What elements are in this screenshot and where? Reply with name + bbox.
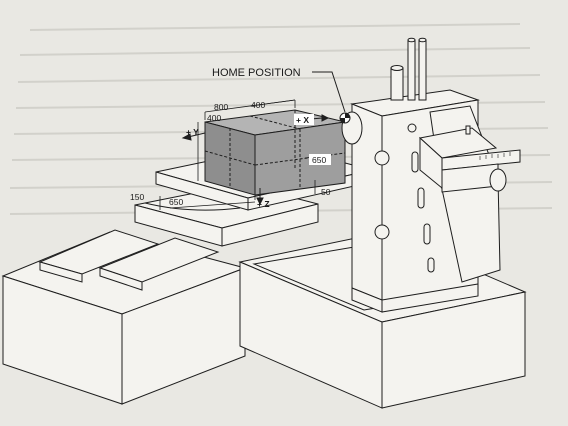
dim-650-right-label-bg (309, 154, 331, 165)
dim-650-right-label: 650 (312, 155, 326, 165)
plus-z-label: + Z (257, 199, 270, 209)
dim-400-top-label: 400 (251, 100, 265, 110)
dim-800-label: 800 (214, 102, 228, 112)
home-position-leader (312, 71, 346, 113)
working-volume (204, 109, 346, 196)
guide-rails (38, 229, 220, 291)
plus-y-label: + Y (186, 127, 199, 137)
scale-ticks (479, 152, 511, 160)
spindle-ram (418, 125, 521, 193)
dim-150-label: 150 (130, 192, 144, 202)
plus-x-label: + X (296, 115, 309, 125)
dim-650-bottom-label: 650 (169, 197, 183, 207)
dim-50-label: 50 (321, 187, 331, 197)
plus-x-label-bg (294, 114, 314, 125)
home-position-label: HOME POSITION (212, 67, 301, 79)
dim-400-left-label: 400 (207, 113, 221, 123)
home-position-marker-icon (339, 112, 351, 124)
top-cylinders (390, 37, 427, 101)
